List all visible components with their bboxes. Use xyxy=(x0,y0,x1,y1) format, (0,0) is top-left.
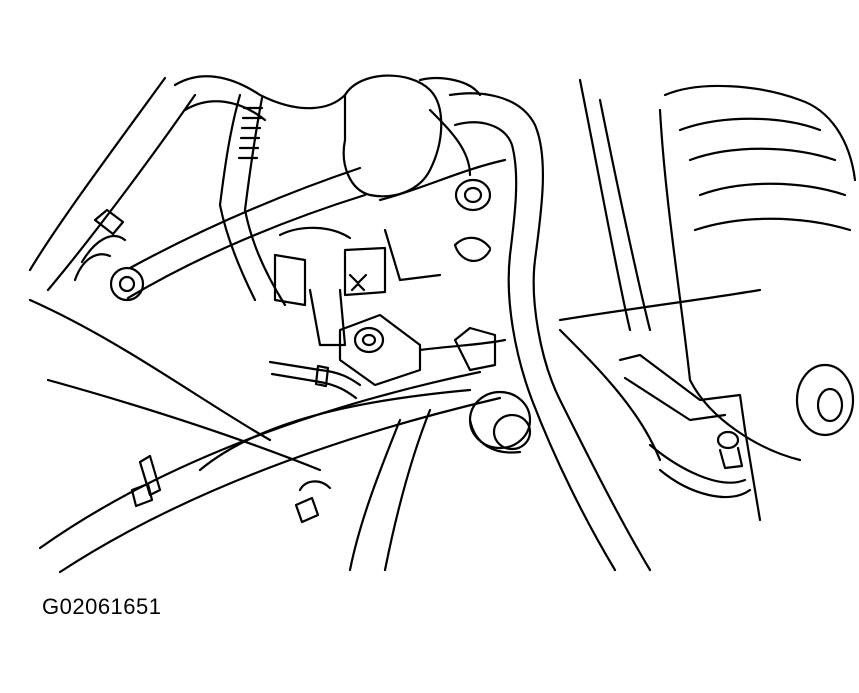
frame-rails xyxy=(30,78,500,572)
lower-bracket-plate xyxy=(340,315,505,385)
wiring-harness xyxy=(175,76,345,305)
hose-clamps xyxy=(132,456,330,522)
vacuum-hose xyxy=(450,93,650,570)
sensor-connector xyxy=(275,228,385,345)
figure-caption: G02061651 xyxy=(42,594,162,619)
background-linework xyxy=(350,80,760,570)
mounting-bolt xyxy=(470,392,530,453)
right-pipe-fitting xyxy=(620,355,760,520)
vacuum-line xyxy=(270,362,360,398)
component-housing xyxy=(344,76,480,197)
intake-assembly xyxy=(660,86,855,460)
coolant-hose xyxy=(75,168,365,300)
mounting-bracket xyxy=(380,160,505,280)
engine-component-line-drawing xyxy=(0,0,859,580)
